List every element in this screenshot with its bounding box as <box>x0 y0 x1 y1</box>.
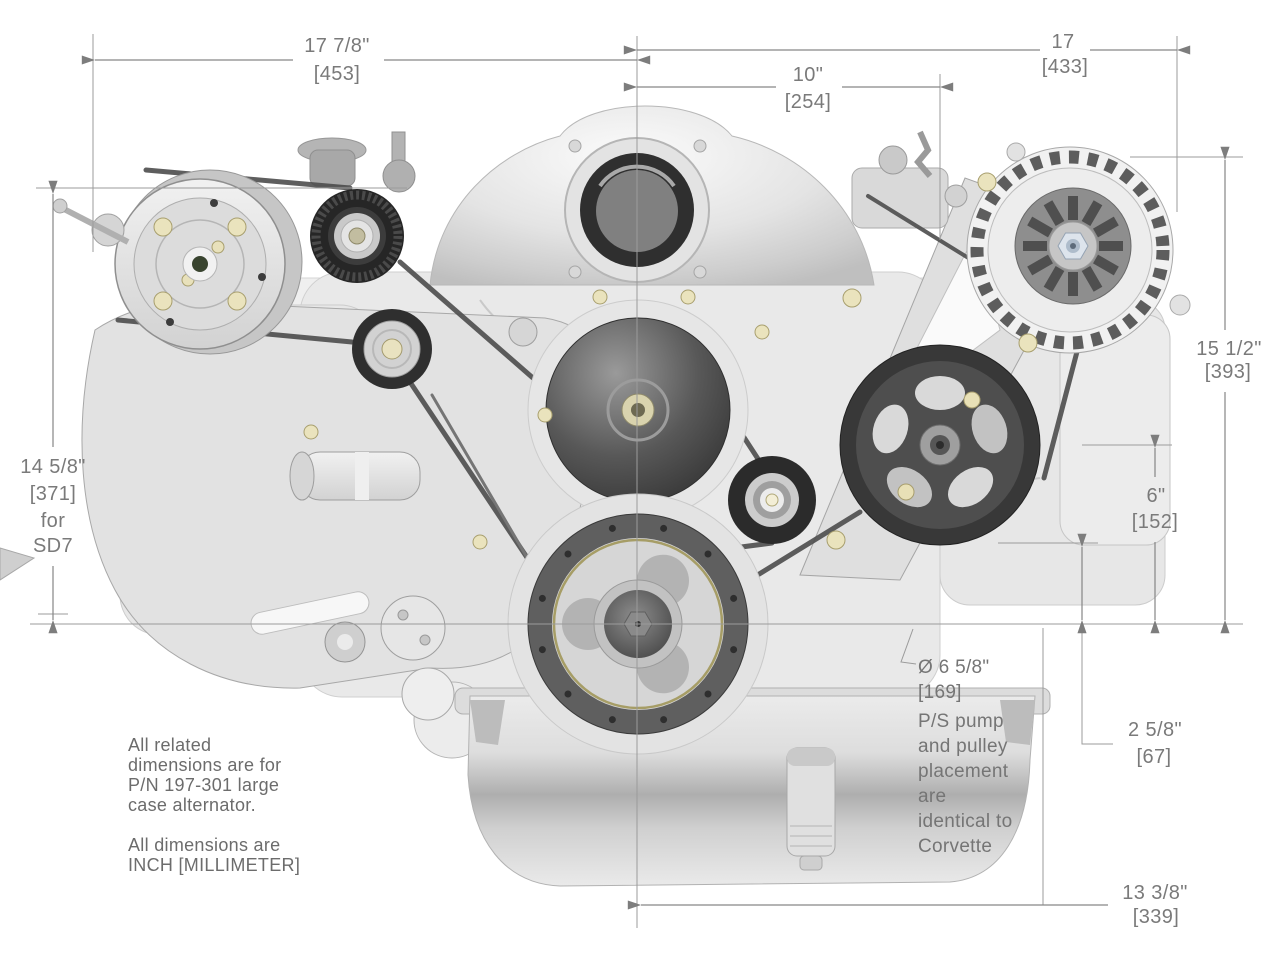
dim-right-height-mm: [393] <box>1204 361 1252 383</box>
ps-note-line: identical to <box>918 811 1013 832</box>
block-bolts <box>303 289 770 550</box>
pulley-diameter-label: Ø 6 5/8" [169] <box>918 655 989 705</box>
alternator-note-line: case alternator. <box>128 795 256 815</box>
dim-center-width-mm: [254] <box>784 91 832 113</box>
idler-pulley-left <box>352 309 432 389</box>
units-note-line: INCH [MILLIMETER] <box>128 855 301 875</box>
water-pump-pulley <box>527 299 749 521</box>
dim-right-width-inch: 17 <box>1051 31 1075 53</box>
alternator-note-line: All related <box>128 735 212 755</box>
dim-six-mm: [152] <box>1131 511 1179 533</box>
oil-filter <box>786 747 836 871</box>
power-steering-pulley <box>839 344 1041 546</box>
belt-tensioner-pulley <box>310 189 404 283</box>
dim-right-height-inch: 15 1/2" <box>1196 338 1262 360</box>
dim-left-height-for: for <box>40 510 66 532</box>
dim-six-inch: 6" <box>1146 485 1166 507</box>
alternator <box>826 142 1191 550</box>
ps-note-line: are <box>918 786 947 807</box>
ps-note-line: placement <box>918 761 1009 782</box>
units-note-line: All dimensions are <box>128 835 281 855</box>
ps-note-line: P/S pump <box>918 711 1004 732</box>
ps-note-line: and pulley <box>918 736 1008 757</box>
alternator-note: All related dimensions are for P/N 197-3… <box>128 735 281 815</box>
dim-right-width-mm: [433] <box>1041 56 1089 78</box>
leader-diameter <box>900 628 917 665</box>
dim-left-height-inch: 14 5/8" <box>20 456 86 478</box>
thermostat-housing <box>289 451 421 501</box>
alternator-note-line: P/N 197-301 large <box>128 775 280 795</box>
exhaust-tip <box>0 547 36 581</box>
alternator-note-line: dimensions are for <box>128 755 282 775</box>
ps-pump-note: P/S pump and pulley placement are identi… <box>918 709 1012 859</box>
ac-compressor <box>52 169 303 355</box>
units-note: All dimensions are INCH [MILLIMETER] <box>128 835 300 875</box>
dim-bottom-width-inch: 13 3/8" <box>1122 882 1188 904</box>
pulley-diameter-mm: [169] <box>918 682 962 703</box>
leader-2-5-8 <box>1081 628 1113 745</box>
dim-center-width-inch: 10" <box>792 64 824 86</box>
dim-left-height-mm: [371] <box>29 483 77 505</box>
idler-pulley-right <box>728 456 816 544</box>
pulley-diameter-inch: Ø 6 5/8" <box>918 657 990 678</box>
dim-lower-right-inch: 2 5/8" <box>1128 719 1182 741</box>
dimension-lines <box>30 34 1243 928</box>
dim-bottom-width-mm: [339] <box>1132 906 1180 928</box>
dim-total-width-inch: 17 7/8" <box>304 35 370 57</box>
dim-left-height-sd7: SD7 <box>32 535 74 557</box>
dim-total-width-mm: [453] <box>313 63 361 85</box>
ps-note-line: Corvette <box>918 836 993 857</box>
dim-lower-right-mm: [67] <box>1136 746 1172 768</box>
